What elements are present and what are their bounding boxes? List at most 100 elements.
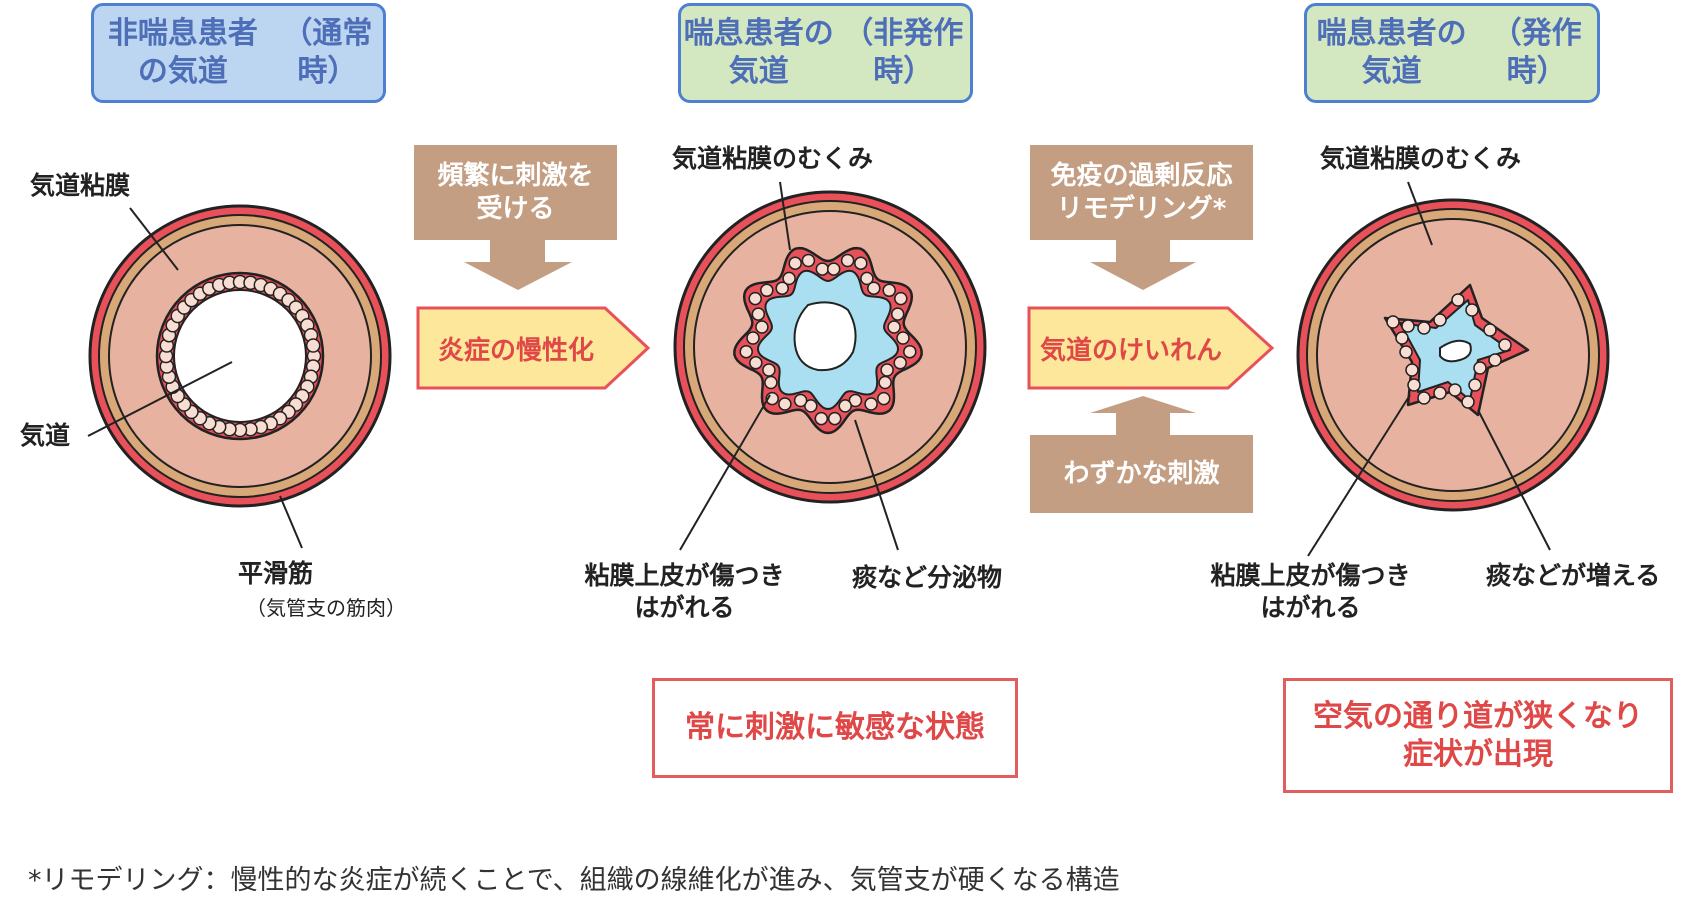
epithelium-cell: [764, 375, 778, 390]
epithelium-cell: [840, 253, 855, 268]
epithelium-cell: [1417, 321, 1431, 335]
label-epithelium-1-line2: はがれる: [634, 593, 735, 622]
epithelium-cell: [1483, 323, 1497, 337]
title-stable-line1: 喘息患者の気道: [683, 16, 834, 89]
epithelium-cell: [814, 411, 829, 426]
epithelium-cell: [1448, 383, 1462, 397]
epithelium-cell: [896, 331, 910, 345]
epithelium-cell: [1451, 293, 1465, 307]
epithelium-cell: [762, 363, 776, 377]
stimulus-down-arrow: [464, 240, 572, 290]
chronic-arrow: [416, 306, 651, 390]
label-epithelium-1-line1: 粘膜上皮が傷つき: [584, 561, 785, 590]
immune-line1: 免疫の過剰反応: [1050, 160, 1233, 191]
epithelium-cell: [1395, 331, 1409, 345]
stable-airway-lumen: [793, 301, 857, 372]
epithelium-cell: [880, 363, 894, 377]
immune-box: [1030, 145, 1253, 240]
epithelium-cell: [1386, 315, 1400, 329]
epithelium-cell: [1461, 395, 1475, 409]
label-phlegm-increase: 痰などが増える: [1486, 561, 1661, 590]
title-normal: 非喘息患者の気道 （通常時）: [91, 3, 386, 103]
epithelium-cell: [749, 356, 763, 370]
epithelium-cell: [801, 253, 816, 268]
epithelium-cell: [882, 283, 896, 298]
stimulus-line1: 頻繁に刺激を: [437, 160, 594, 191]
result-symptom-line2: 症状が出現: [1403, 736, 1553, 772]
slight-stimulus-text: わずかな刺激: [1030, 435, 1253, 513]
epithelium-cell: [748, 291, 762, 306]
normal-airway-cross-section: [88, 204, 392, 508]
stimulus-line2: 受ける: [476, 193, 555, 224]
leader-edema-1: [779, 181, 791, 251]
epithelium-cell: [890, 307, 905, 321]
footnote: *リモデリング：慢性的な炎症が続くことで、組織の線維化が進み、気管支が硬くなる構…: [28, 865, 1120, 896]
leader-phlegm: [1477, 409, 1551, 551]
epithelium-cell: [887, 320, 901, 334]
epithelium-cell: [1433, 313, 1447, 327]
chronic-text: 炎症の慢性化: [438, 336, 595, 366]
epithelium-cell: [793, 393, 808, 408]
epithelium-cell: [827, 411, 842, 426]
title-asthma-attack: 喘息患者の気道 （発作時）: [1304, 3, 1600, 103]
immune-line2: リモデリング*: [1056, 193, 1227, 224]
epithelium-cell: [877, 391, 891, 406]
epithelium-cell: [878, 375, 892, 390]
epithelium-cell: [1399, 345, 1413, 359]
epithelium-cell: [826, 262, 841, 276]
epithelium-cell: [746, 331, 760, 345]
leader-lines: [87, 181, 1551, 557]
epithelium-cell: [1433, 386, 1447, 400]
epithelium-cell: [788, 256, 802, 270]
epithelium-cell: [1465, 303, 1479, 317]
epithelium-cell: [760, 283, 774, 298]
leader-airway: [87, 361, 233, 437]
epithelium-cell: [755, 320, 769, 334]
label-edema-1: 気道粘膜のむくみ: [672, 144, 874, 173]
epithelium-cell: [893, 356, 907, 370]
title-normal-line1: 非喘息患者の気道: [107, 16, 258, 89]
leader-secretion: [854, 419, 899, 551]
spasm-arrow: [1027, 306, 1275, 390]
normal-epithelium-cells: [158, 274, 322, 438]
label-airway: 気道: [20, 421, 71, 450]
epithelium-cell: [1401, 319, 1415, 333]
epithelium-cell: [782, 271, 796, 286]
stimulus-box: [414, 145, 617, 240]
epithelium-cell: [739, 344, 753, 359]
epithelium-cell: [751, 307, 766, 321]
label-secretion: 痰など分泌物: [852, 563, 1003, 592]
epithelium-cell: [305, 338, 321, 353]
epithelium-cell: [838, 399, 852, 413]
epithelium-cell: [778, 397, 792, 411]
epithelium-cell: [1417, 391, 1431, 405]
epithelium-cell: [894, 291, 908, 306]
title-attack-line1: 喘息患者の気道: [1316, 16, 1467, 89]
slight-up-arrow: [1090, 396, 1196, 435]
title-attack-line2: （発作時）: [1491, 16, 1582, 89]
leader-mucosa: [129, 207, 179, 271]
label-epithelium-2-line1: 粘膜上皮が傷つき: [1210, 561, 1411, 590]
normal-airway-lumen: [173, 289, 307, 423]
label-smooth-muscle-sub: （気管支の筋肉）: [246, 596, 406, 620]
epithelium-cell: [864, 397, 878, 411]
immune-down-arrow: [1090, 240, 1196, 290]
epithelium-cell: [1407, 378, 1421, 392]
stable-airway-cross-section: [673, 190, 987, 504]
result-symptom: 空気の通り道が狭くなり 症状が出現: [1283, 678, 1673, 793]
slight-stimulus-box: [1030, 435, 1253, 513]
stimulus-box-text: 頻繁に刺激を 受ける: [414, 145, 617, 240]
epithelium-cell: [854, 256, 868, 270]
leader-epithelium-1: [679, 394, 771, 551]
epithelium-cell: [867, 281, 881, 295]
epithelium-cell: [775, 281, 789, 295]
epithelium-cell: [848, 393, 863, 408]
stable-epithelium-cells: [739, 253, 917, 426]
result-symptom-line1: 空気の通り道が狭くなり: [1313, 698, 1643, 734]
attack-airway-lumen: [1439, 339, 1472, 363]
label-epithelium-2-line2: はがれる: [1260, 593, 1361, 622]
title-asthma-stable: 喘息患者の気道 （非発作時）: [678, 3, 973, 103]
label-smooth-muscle: 平滑筋: [238, 559, 314, 588]
result-sensitive: 常に刺激に敏感な状態: [652, 678, 1018, 778]
